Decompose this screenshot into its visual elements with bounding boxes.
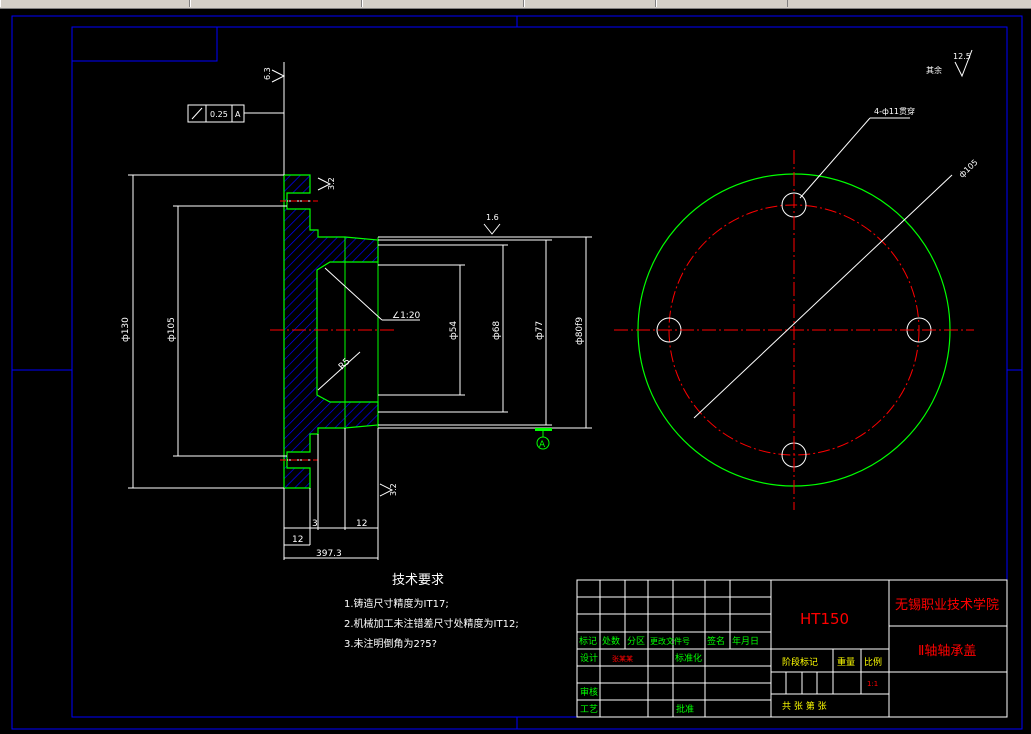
dim-12b: 12 xyxy=(356,519,367,529)
dim-12a: 12 xyxy=(292,535,303,545)
tolerance-datum: A xyxy=(235,110,241,119)
toolbar-segment[interactable] xyxy=(0,0,190,7)
section-dimensions xyxy=(128,174,592,559)
design-label: 设计 xyxy=(580,652,598,664)
front-view: 4-ф11贯穿 ф105 xyxy=(614,106,980,510)
toolbar-segment[interactable] xyxy=(362,0,524,7)
dim-dia68: ф68 xyxy=(492,321,502,340)
design-name: 张某某 xyxy=(612,654,633,663)
datum-marker: A xyxy=(535,428,552,450)
toolbar-segment[interactable] xyxy=(190,0,362,7)
tech-req-title: 技术要求 xyxy=(392,573,444,588)
tolerance-frame: 0.25 A xyxy=(187,104,284,123)
header-date: 年月日 xyxy=(732,635,759,647)
surface-finish-labels: 6.3 3.2 1.6 3.2 其余 12.5 xyxy=(263,52,971,496)
finish-bottom: 3.2 xyxy=(389,483,398,496)
dim-3: 3 xyxy=(312,519,318,529)
approve-label: 批准 xyxy=(676,703,694,715)
weight-label: 重量 xyxy=(837,656,855,668)
drawing-frame xyxy=(11,15,1023,730)
dim-radius: R5 xyxy=(337,357,353,373)
toolbar-strip xyxy=(0,0,1031,9)
header-doc: 更改文件号 xyxy=(650,636,690,646)
dim-angle: ∠1:20 xyxy=(392,311,421,321)
finish-rest-label: 其余 xyxy=(926,65,942,75)
dim-dia105: ф105 xyxy=(167,317,177,342)
header-mark: 标记 xyxy=(579,635,597,647)
dim-bolt-circle: ф105 xyxy=(957,158,979,180)
material-label: HT150 xyxy=(800,610,849,628)
section-view xyxy=(270,62,395,560)
dim-holes: 4-ф11贯穿 xyxy=(874,106,915,116)
surface-finish-symbols xyxy=(271,49,973,497)
section-dimension-labels: ф130 ф105 ф54 ф68 ф77 ф80f9 12 3 12 397.… xyxy=(121,311,585,559)
dim-dia80: ф80f9 xyxy=(575,317,585,345)
process-label: 工艺 xyxy=(580,704,598,715)
header-sign: 签名 xyxy=(707,635,725,647)
sheets-label: 共 张 第 张 xyxy=(782,700,827,712)
dim-397: 397.3 xyxy=(316,549,342,559)
finish-rest-value: 12.5 xyxy=(953,52,971,61)
cad-drawing-canvas[interactable]: ф130 ф105 ф54 ф68 ф77 ф80f9 12 3 12 397.… xyxy=(0,9,1031,734)
title-block xyxy=(576,579,1008,718)
tech-req-item: 2.机械加工未注错差尺寸处精度为IT12; xyxy=(344,617,519,630)
title-block-text: HT150 无锡职业技术学院 Ⅱ轴轴承盖 标记 处数 分区 更改文件号 签名 年… xyxy=(579,597,999,715)
header-count: 处数 xyxy=(602,635,620,647)
standardize-label: 标准化 xyxy=(675,652,702,664)
tech-req-item: 3.未注明倒角为2?5? xyxy=(344,637,437,650)
tech-req-item: 1.铸造尺寸精度为IT17; xyxy=(344,597,449,610)
dim-dia54: ф54 xyxy=(449,321,459,340)
dim-dia130: ф130 xyxy=(121,317,131,342)
part-name: Ⅱ轴轴承盖 xyxy=(918,644,976,659)
scale-value: 1:1 xyxy=(867,680,878,688)
header-zone: 分区 xyxy=(627,636,645,647)
toolbar-segment[interactable] xyxy=(656,0,788,7)
stage-mark-label: 阶段标记 xyxy=(782,656,818,668)
finish-flange: 3.2 xyxy=(327,177,336,190)
finish-top: 6.3 xyxy=(263,67,272,80)
technical-requirements: 技术要求 1.铸造尺寸精度为IT17; 2.机械加工未注错差尺寸处精度为IT12… xyxy=(344,573,519,650)
datum-label: A xyxy=(539,440,546,450)
scale-label: 比例 xyxy=(864,656,882,668)
finish-bore: 1.6 xyxy=(486,213,499,222)
toolbar-segment[interactable] xyxy=(524,0,656,7)
dim-dia77: ф77 xyxy=(535,321,545,340)
school-name: 无锡职业技术学院 xyxy=(895,597,999,613)
review-label: 审核 xyxy=(580,686,598,698)
tolerance-value: 0.25 xyxy=(210,110,228,119)
